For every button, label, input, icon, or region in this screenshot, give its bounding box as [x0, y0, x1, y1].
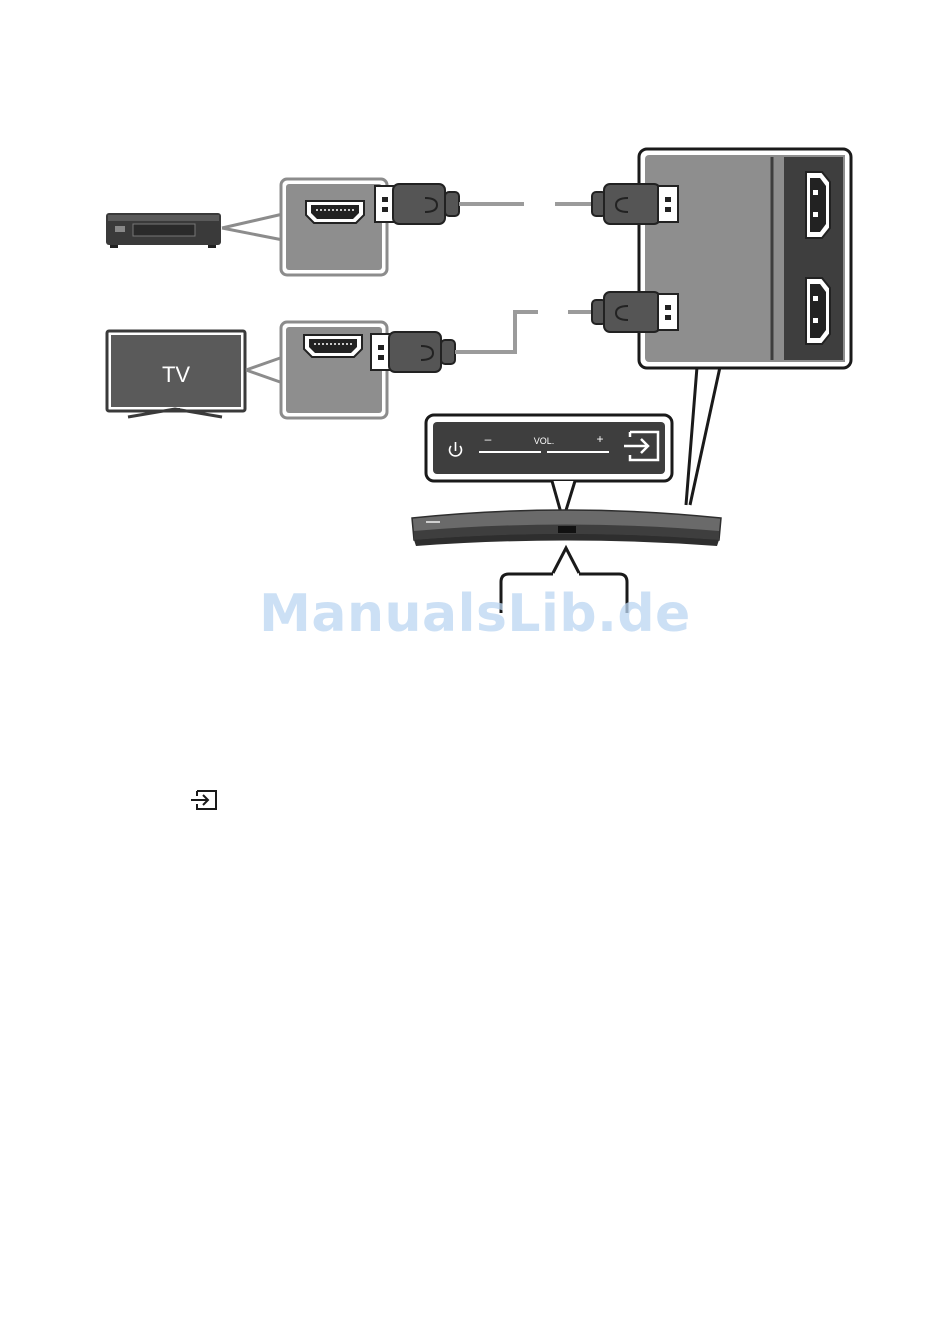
panel-callout-lines [686, 367, 720, 505]
hdmi-in-port-1 [806, 172, 830, 238]
bd-cable-plug-left [375, 184, 459, 224]
tv-callout-lines [246, 357, 283, 383]
control-panel [426, 415, 672, 481]
soundbar [412, 510, 721, 546]
inline-source-icon [189, 789, 219, 811]
soundbar-port-panel [639, 149, 851, 368]
tv-hdmi-port [304, 335, 362, 357]
tv: TV [107, 331, 245, 417]
bd-cable-plug-right [592, 184, 678, 224]
hdmi-in-port-2 [806, 278, 830, 344]
vol-label: VOL. [534, 436, 555, 446]
vol-minus-label: – [485, 432, 492, 446]
tv-label: TV [162, 362, 190, 387]
tv-cable [455, 312, 594, 352]
bd-player [106, 213, 221, 248]
watermark: ManualsLib.de [0, 584, 950, 644]
tv-cable-plug-left [371, 332, 455, 372]
tv-cable-plug-right [592, 292, 678, 332]
vol-plus-label: + [596, 432, 603, 446]
bd-hdmi-port [306, 201, 364, 223]
bd-callout-lines [222, 214, 283, 240]
bd-port-box [281, 179, 387, 275]
